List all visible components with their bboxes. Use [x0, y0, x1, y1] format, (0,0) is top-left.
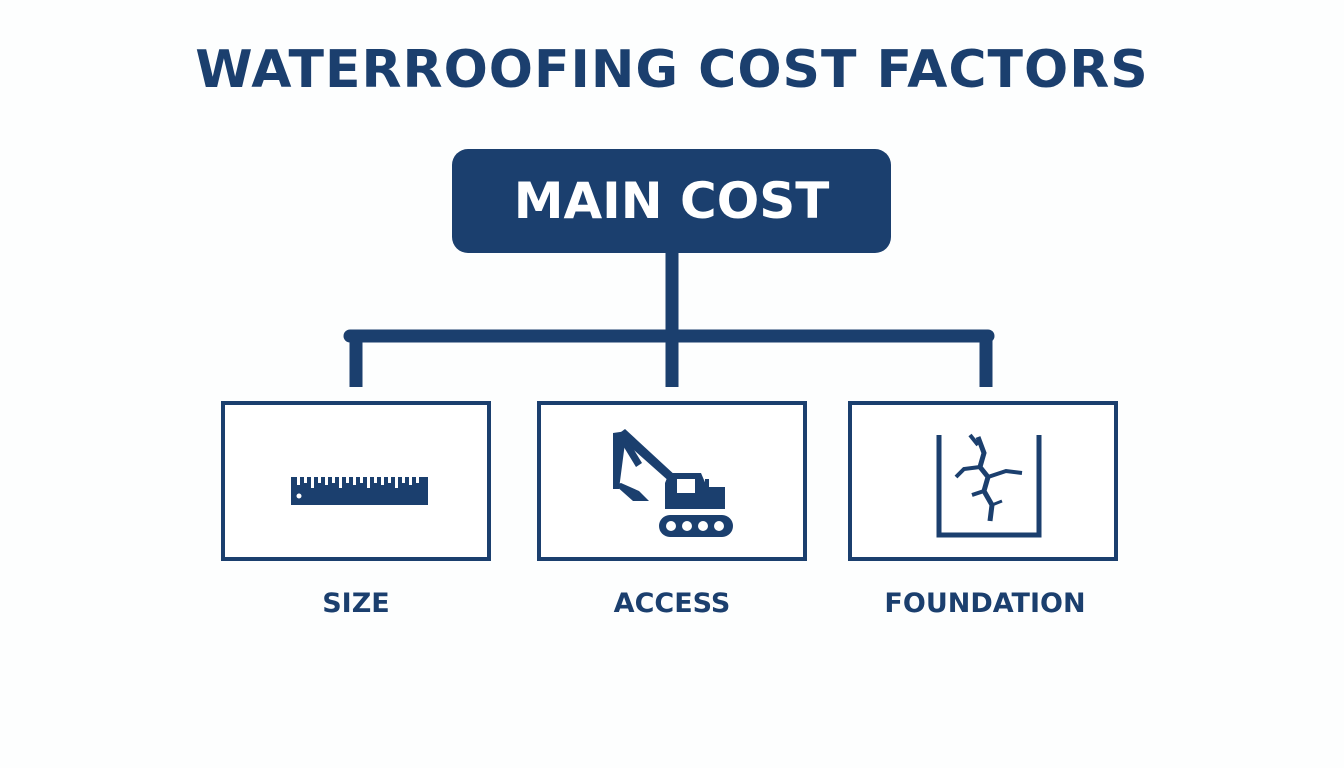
- size-label: SIZE: [322, 588, 390, 619]
- excavator-icon: [613, 429, 733, 537]
- foundation-node: [848, 401, 1118, 561]
- diagram-title: WATERROOFING COST FACTORS: [195, 40, 1149, 100]
- foundation-label: FOUNDATION: [884, 588, 1086, 619]
- access-node: [537, 401, 807, 561]
- cracked-foundation-icon: [936, 433, 1042, 538]
- main-cost-node: MAIN COST: [452, 149, 891, 253]
- ruler-icon: [291, 477, 428, 505]
- access-label: ACCESS: [613, 588, 731, 619]
- main-cost-label: MAIN COST: [513, 172, 830, 230]
- size-node: [221, 401, 491, 561]
